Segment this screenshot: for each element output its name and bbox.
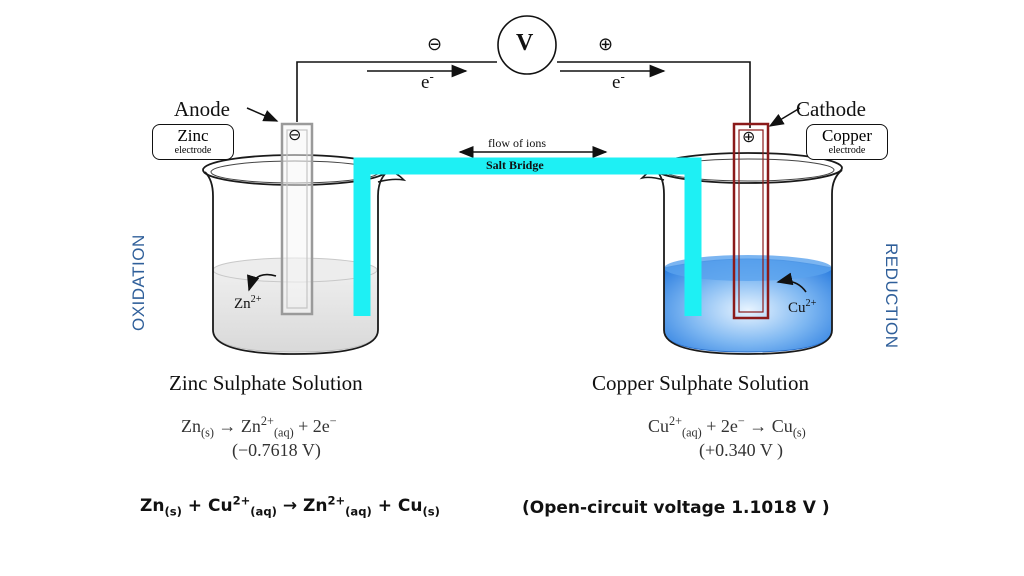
cathode-sign: ⊕ — [742, 127, 756, 146]
electron-label-left: e- — [421, 68, 434, 93]
cathode-pointer-arrow — [768, 107, 801, 127]
circuit-wire — [296, 61, 751, 128]
zinc-sulphate-solution-label: Zinc Sulphate Solution — [169, 371, 363, 395]
zinc-electrode-sublabel: electrode — [174, 145, 212, 156]
voltmeter-circle — [497, 15, 557, 75]
salt-bridge — [353, 157, 702, 316]
reduction-label: REDUCTION — [882, 243, 901, 349]
zn-ion-label: Zn2+ — [234, 294, 262, 312]
flow-of-ions-label: flow of ions — [488, 136, 546, 150]
electron-label-right: e- — [612, 68, 625, 93]
oxidation-potential: (−0.7618 V) — [232, 440, 321, 460]
positive-terminal-symbol: ⊕ — [598, 34, 614, 55]
overall-reaction: Zn(s) + Cu2+(aq) → Zn2+(aq) + Cu(s) — [140, 493, 440, 519]
open-circuit-voltage: (Open-circuit voltage 1.1018 V ) — [522, 498, 830, 518]
zinc-label: Zinc — [177, 126, 209, 145]
copper-electrode — [732, 122, 770, 320]
copper-label: Copper — [821, 126, 873, 145]
voltmeter-label: V — [516, 30, 534, 56]
cu-ion-label: Cu2+ — [788, 298, 817, 316]
zinc-electrode-label-box: Zinc electrode — [152, 124, 234, 160]
oxidation-label: OXIDATION — [129, 234, 148, 331]
anode-label: Anode — [174, 97, 230, 121]
oxidation-half-reaction: Zn(s) → Zn2+(aq) + 2e− — [181, 414, 337, 440]
copper-electrode-sublabel: electrode — [828, 145, 866, 156]
anode-sign: ⊖ — [288, 125, 302, 144]
zn-ion-arrow — [247, 273, 277, 292]
cu-ion-arrow — [776, 272, 807, 293]
anode-pointer-arrow — [246, 107, 279, 122]
reduction-potential: (+0.340 V ) — [699, 440, 783, 460]
copper-sulphate-solution-label: Copper Sulphate Solution — [592, 371, 809, 395]
negative-terminal-symbol: ⊖ — [427, 34, 443, 55]
cathode-label: Cathode — [796, 97, 866, 121]
reduction-half-reaction: Cu2+(aq) + 2e− → Cu(s) — [648, 414, 806, 440]
copper-electrode-label-box: Copper electrode — [806, 124, 888, 160]
salt-bridge-label: Salt Bridge — [486, 158, 544, 172]
